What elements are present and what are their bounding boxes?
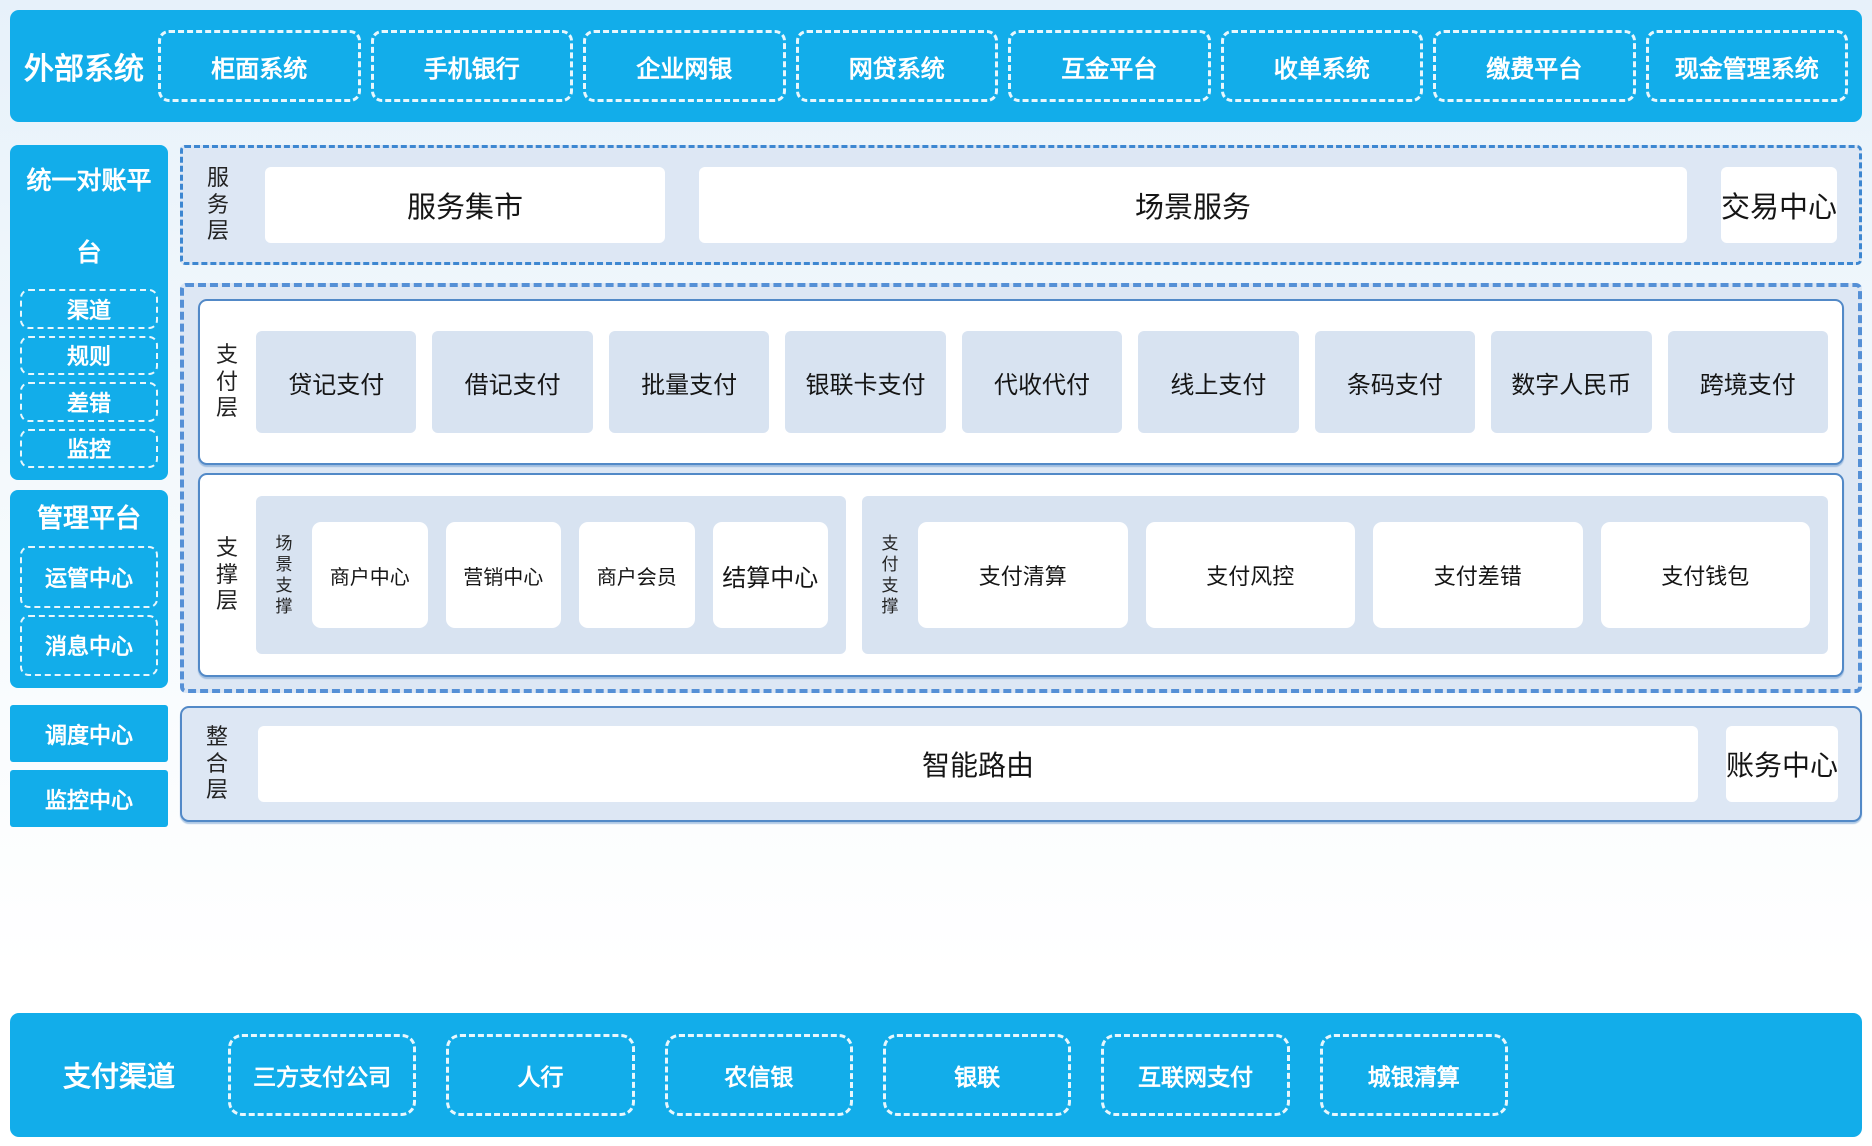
payment-node: 贷记支付 bbox=[256, 331, 417, 433]
integration-node: 智能路由 bbox=[258, 726, 1698, 802]
payment-channels-items: 三方支付公司 人行 农信银 银联 互联网支付 城银清算 bbox=[228, 1034, 1508, 1116]
payment-layer-panel: 支付层 贷记支付 借记支付 批量支付 银联卡支付 代收代付 线上支付 条码支付 … bbox=[198, 299, 1844, 465]
reconciliation-items: 渠道 规则 差错 监控 bbox=[20, 289, 158, 468]
dispatch-center-block: 调度中心 bbox=[10, 705, 168, 762]
payment-channel-node: 城银清算 bbox=[1319, 1034, 1508, 1116]
management-platform-title: 管理平台 bbox=[36, 503, 141, 533]
payment-node: 线上支付 bbox=[1138, 331, 1299, 433]
payment-node: 批量支付 bbox=[608, 331, 770, 433]
reconciliation-platform-title: 统一对账平台 bbox=[26, 167, 152, 267]
external-system-node: 现金管理系统 bbox=[1645, 30, 1848, 102]
management-node: 运管中心 bbox=[20, 546, 158, 608]
scene-support-group: 场景支撑 商户中心 营销中心 商户会员 结算中心 bbox=[256, 496, 846, 654]
payment-channel-node: 人行 bbox=[446, 1034, 635, 1116]
scene-support-label: 场景支撑 bbox=[275, 533, 293, 617]
payment-node: 借记支付 bbox=[432, 331, 593, 433]
monitor-center-block: 监控中心 bbox=[10, 770, 168, 827]
payment-channel-node: 农信银 bbox=[664, 1034, 853, 1116]
service-layer-container: 服务层 服务集市 场景服务 交易中心 bbox=[180, 145, 1862, 265]
scene-support-node: 营销中心 bbox=[445, 522, 561, 628]
scene-support-node: 商户会员 bbox=[579, 522, 695, 628]
payment-channels-bar: 支付渠道 三方支付公司 人行 农信银 银联 互联网支付 城银清算 bbox=[10, 1013, 1862, 1137]
payment-node: 跨境支付 bbox=[1667, 331, 1828, 433]
payment-support-node: 支付钱包 bbox=[1600, 522, 1810, 628]
payment-layer-label: 支付层 bbox=[215, 341, 238, 421]
payment-node: 条码支付 bbox=[1314, 331, 1476, 433]
service-node: 服务集市 bbox=[265, 167, 665, 243]
external-systems-items: 柜面系统 手机银行 企业网银 网贷系统 互金平台 收单系统 缴费平台 现金管理系… bbox=[158, 30, 1848, 102]
external-system-node: 缴费平台 bbox=[1433, 30, 1636, 102]
service-node: 场景服务 bbox=[699, 167, 1687, 243]
service-node: 交易中心 bbox=[1720, 167, 1837, 243]
integration-node: 账务中心 bbox=[1725, 726, 1838, 802]
external-system-node: 收单系统 bbox=[1220, 30, 1423, 102]
scene-support-node: 商户中心 bbox=[312, 522, 428, 628]
external-systems-title: 外部系统 bbox=[24, 53, 144, 86]
payment-support-node: 支付风控 bbox=[1145, 522, 1355, 628]
external-system-node: 企业网银 bbox=[583, 30, 786, 102]
service-layer-label: 服务层 bbox=[206, 164, 229, 244]
payment-channel-node: 银联 bbox=[882, 1034, 1072, 1116]
support-layer-label: 支撑层 bbox=[215, 534, 238, 614]
management-node: 消息中心 bbox=[20, 614, 158, 676]
payment-node: 银联卡支付 bbox=[785, 331, 946, 433]
payment-channel-node: 三方支付公司 bbox=[228, 1034, 417, 1116]
reconciliation-node: 监控 bbox=[20, 428, 158, 468]
payment-support-node: 支付差错 bbox=[1373, 522, 1583, 628]
payment-support-label: 支付支撑 bbox=[881, 533, 899, 617]
payment-node: 数字人民币 bbox=[1491, 331, 1652, 433]
payment-channel-node: 互联网支付 bbox=[1101, 1034, 1290, 1116]
integration-layer-label: 整合层 bbox=[205, 723, 228, 803]
reconciliation-node: 规则 bbox=[20, 335, 158, 375]
external-system-node: 手机银行 bbox=[370, 30, 573, 102]
external-systems-bar: 外部系统 柜面系统 手机银行 企业网银 网贷系统 互金平台 收单系统 缴费平台 … bbox=[10, 10, 1862, 122]
integration-layer-panel: 整合层 智能路由 账务中心 bbox=[180, 706, 1862, 822]
payment-support-group: 支付支撑 支付清算 支付风控 支付差错 支付钱包 bbox=[862, 496, 1828, 654]
management-items: 运管中心 消息中心 bbox=[20, 546, 158, 676]
external-system-node: 柜面系统 bbox=[158, 30, 361, 102]
management-platform-panel: 管理平台 运管中心 消息中心 bbox=[10, 490, 168, 688]
core-layers-container: 支付层 贷记支付 借记支付 批量支付 银联卡支付 代收代付 线上支付 条码支付 … bbox=[180, 283, 1862, 693]
reconciliation-node: 渠道 bbox=[20, 289, 158, 329]
external-system-node: 互金平台 bbox=[1008, 30, 1211, 102]
support-layer-panel: 支撑层 场景支撑 商户中心 营销中心 商户会员 结算中心 支付支撑 支付清算 支… bbox=[198, 473, 1844, 677]
payment-channels-title: 支付渠道 bbox=[62, 1061, 175, 1092]
external-system-node: 网贷系统 bbox=[795, 30, 998, 102]
reconciliation-platform-panel: 统一对账平台 渠道 规则 差错 监控 bbox=[10, 145, 168, 480]
scene-support-node: 结算中心 bbox=[712, 522, 828, 628]
payment-node: 代收代付 bbox=[961, 331, 1123, 433]
reconciliation-node: 差错 bbox=[20, 382, 158, 422]
payment-support-node: 支付清算 bbox=[918, 522, 1128, 628]
